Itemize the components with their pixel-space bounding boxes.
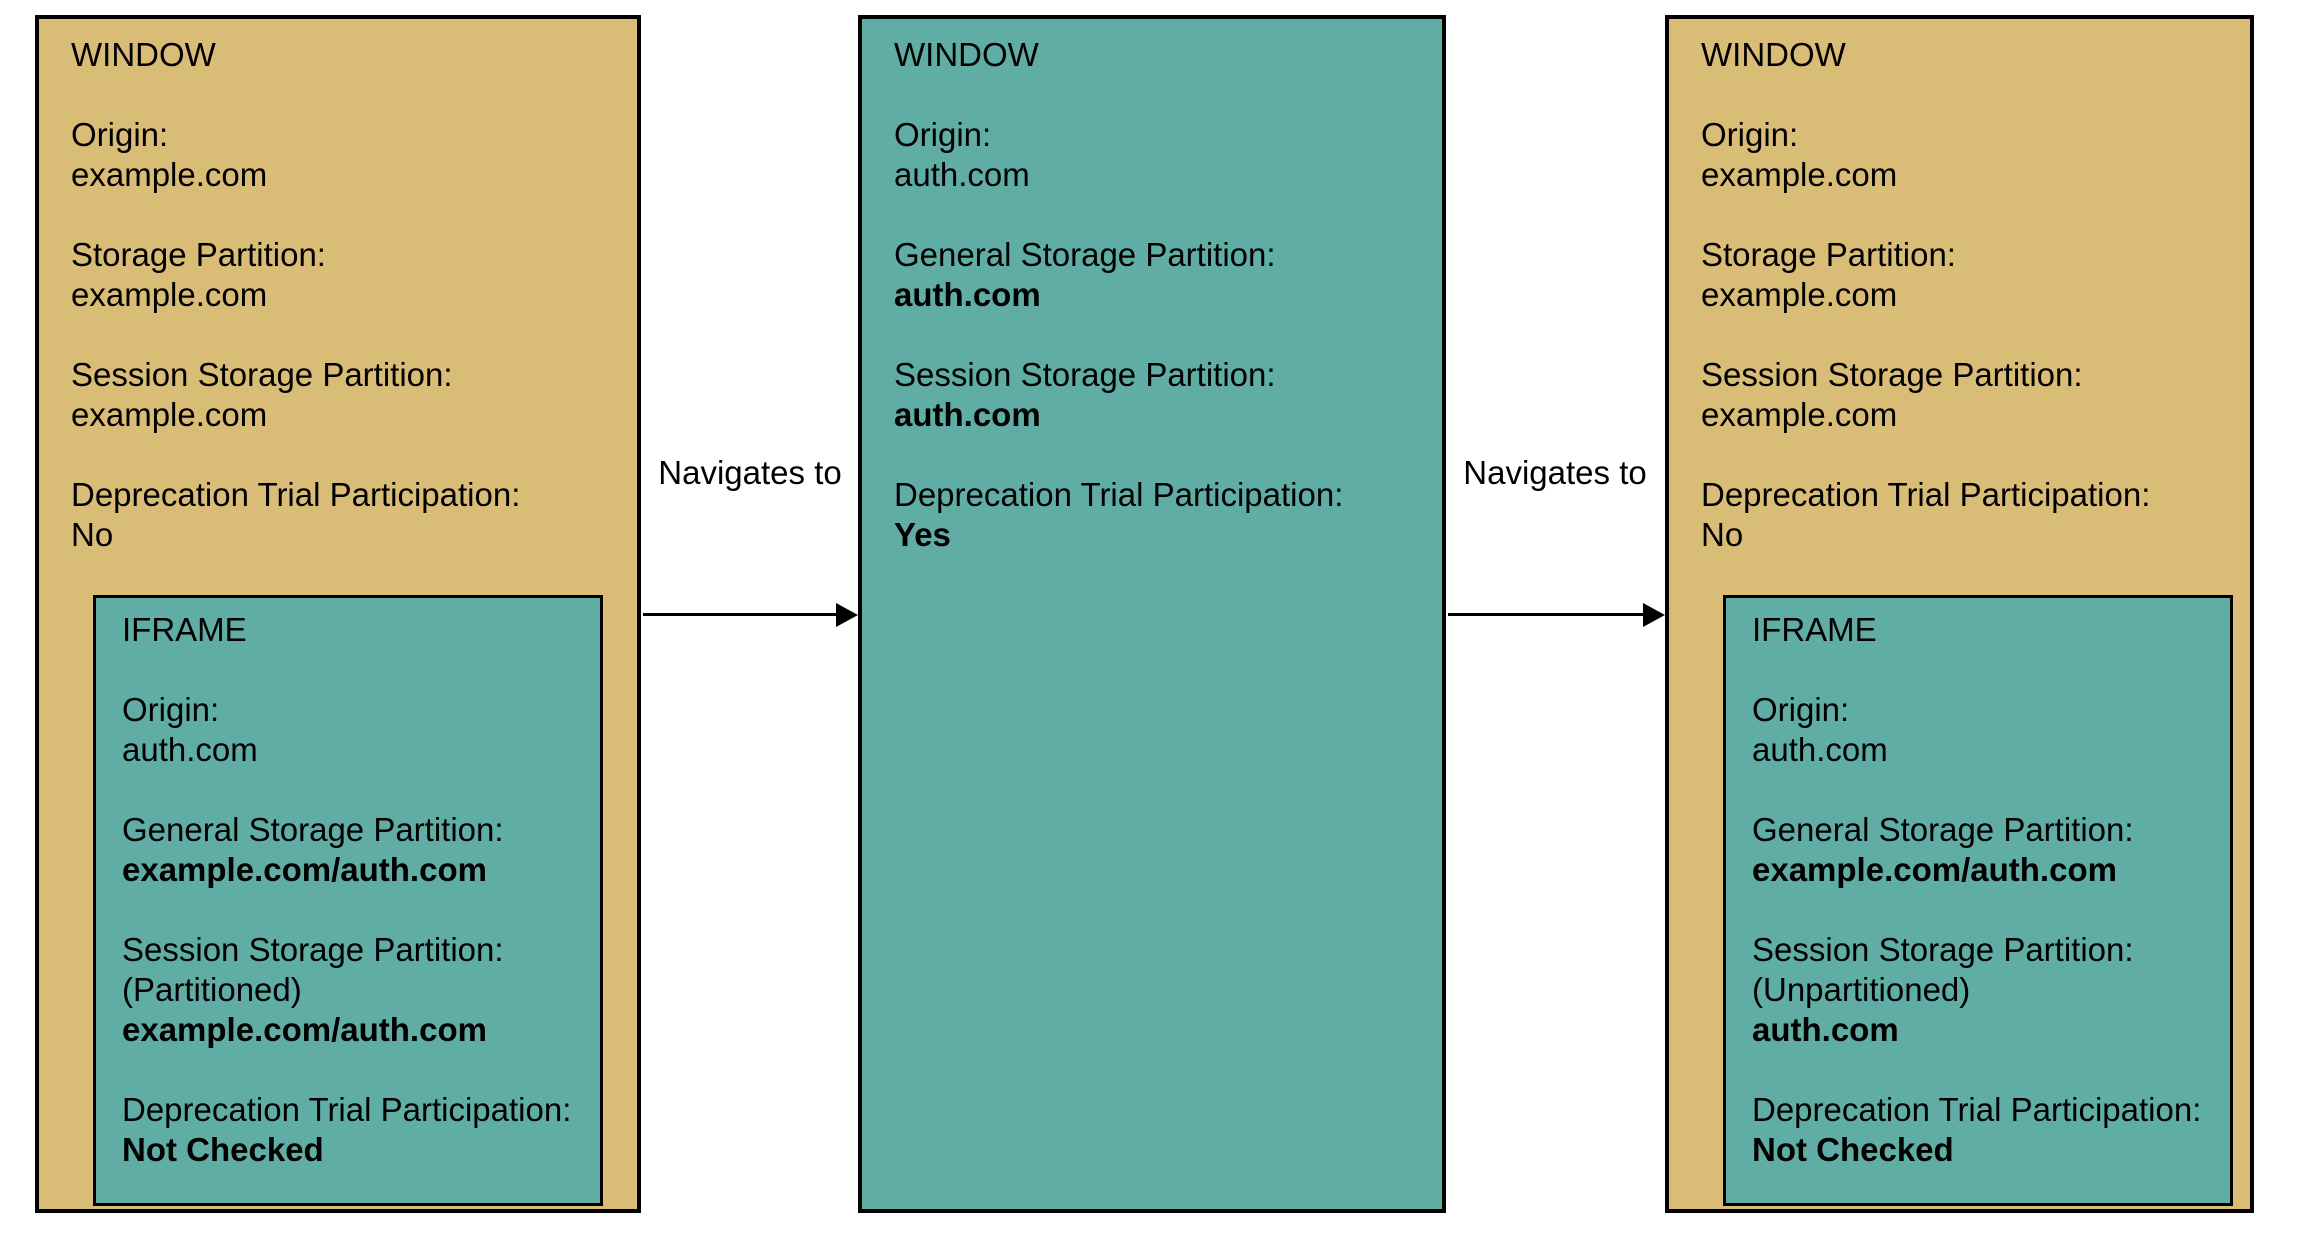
field-label: Session Storage Partition:	[894, 356, 1276, 393]
field-deprecation-trial: Deprecation Trial Participation: No	[71, 475, 637, 555]
window-box-left: WINDOW Origin: example.com Storage Parti…	[35, 15, 641, 1213]
field-deprecation-trial: Deprecation Trial Participation: No	[1701, 475, 2250, 555]
field-label: Session Storage Partition:	[1701, 356, 2083, 393]
iframe-title: IFRAME	[1752, 611, 1877, 648]
field-origin: Origin: auth.com	[894, 115, 1442, 195]
field-value: Yes	[894, 516, 951, 553]
field-value: example.com	[71, 156, 268, 193]
field-value: example.com/auth.com	[122, 1011, 487, 1048]
field-label: Session Storage Partition:	[122, 931, 504, 968]
field-label: Session Storage Partition:	[71, 356, 453, 393]
field-deprecation-trial: Deprecation Trial Participation: Not Che…	[1752, 1090, 2230, 1170]
field-session-storage-partition: Session Storage Partition: example.com	[71, 355, 637, 435]
field-general-storage-partition: General Storage Partition: auth.com	[894, 235, 1442, 315]
field-value: No	[71, 516, 114, 553]
field-label: Deprecation Trial Participation:	[1701, 476, 2151, 513]
field-label: Deprecation Trial Participation:	[894, 476, 1344, 513]
field-value: example.com	[1701, 396, 1898, 433]
field-label: Origin:	[71, 116, 169, 153]
field-note: (Partitioned)	[122, 971, 302, 1008]
field-general-storage-partition: General Storage Partition: example.com/a…	[1752, 810, 2230, 890]
field-session-storage-partition: Session Storage Partition: auth.com	[894, 355, 1442, 435]
field-label: Origin:	[1752, 691, 1850, 728]
iframe-title: IFRAME	[122, 611, 247, 648]
field-label: Origin:	[894, 116, 992, 153]
arrow-right-icon	[836, 603, 858, 627]
window-title: WINDOW	[71, 36, 216, 73]
iframe-box-left: IFRAME Origin: auth.com General Storage …	[93, 595, 603, 1206]
field-label: Session Storage Partition:	[1752, 931, 2134, 968]
arrow-line-1	[643, 613, 836, 616]
field-value: auth.com	[1752, 1011, 1899, 1048]
field-value: example.com/auth.com	[122, 851, 487, 888]
field-label: Deprecation Trial Participation:	[122, 1091, 572, 1128]
field-value: auth.com	[894, 156, 1030, 193]
field-session-storage-partition: Session Storage Partition: (Unpartitione…	[1752, 930, 2230, 1050]
field-storage-partition: Storage Partition: example.com	[1701, 235, 2250, 315]
field-origin: Origin: auth.com	[122, 690, 600, 770]
window-title: WINDOW	[1701, 36, 1846, 73]
window-box-middle: WINDOW Origin: auth.com General Storage …	[858, 15, 1446, 1213]
field-label: Storage Partition:	[71, 236, 326, 273]
field-deprecation-trial: Deprecation Trial Participation: Not Che…	[122, 1090, 600, 1170]
field-value: auth.com	[122, 731, 258, 768]
navigates-to-label-1: Navigates to	[658, 454, 842, 491]
field-value: example.com	[1701, 156, 1898, 193]
arrow-line-2	[1448, 613, 1643, 616]
field-label: Origin:	[1701, 116, 1799, 153]
field-label: General Storage Partition:	[1752, 811, 2134, 848]
field-value: example.com	[1701, 276, 1898, 313]
field-origin: Origin: auth.com	[1752, 690, 2230, 770]
field-session-storage-partition: Session Storage Partition: (Partitioned)…	[122, 930, 600, 1050]
navigates-to-label-2: Navigates to	[1463, 454, 1647, 491]
field-label: Deprecation Trial Participation:	[71, 476, 521, 513]
field-origin: Origin: example.com	[71, 115, 637, 195]
field-session-storage-partition: Session Storage Partition: example.com	[1701, 355, 2250, 435]
field-label: Origin:	[122, 691, 220, 728]
field-value: example.com/auth.com	[1752, 851, 2117, 888]
field-value: Not Checked	[122, 1131, 324, 1168]
window-title: WINDOW	[894, 36, 1039, 73]
arrow-right-icon	[1643, 603, 1665, 627]
field-origin: Origin: example.com	[1701, 115, 2250, 195]
field-note: (Unpartitioned)	[1752, 971, 1971, 1008]
field-storage-partition: Storage Partition: example.com	[71, 235, 637, 315]
field-label: Storage Partition:	[1701, 236, 1956, 273]
field-value: auth.com	[894, 276, 1041, 313]
field-general-storage-partition: General Storage Partition: example.com/a…	[122, 810, 600, 890]
field-value: example.com	[71, 276, 268, 313]
field-value: auth.com	[894, 396, 1041, 433]
field-label: General Storage Partition:	[122, 811, 504, 848]
field-value: auth.com	[1752, 731, 1888, 768]
field-value: No	[1701, 516, 1744, 553]
window-box-right: WINDOW Origin: example.com Storage Parti…	[1665, 15, 2254, 1213]
field-value: example.com	[71, 396, 268, 433]
field-value: Not Checked	[1752, 1131, 1954, 1168]
field-deprecation-trial: Deprecation Trial Participation: Yes	[894, 475, 1442, 555]
field-label: Deprecation Trial Participation:	[1752, 1091, 2202, 1128]
iframe-box-right: IFRAME Origin: auth.com General Storage …	[1723, 595, 2233, 1206]
field-label: General Storage Partition:	[894, 236, 1276, 273]
